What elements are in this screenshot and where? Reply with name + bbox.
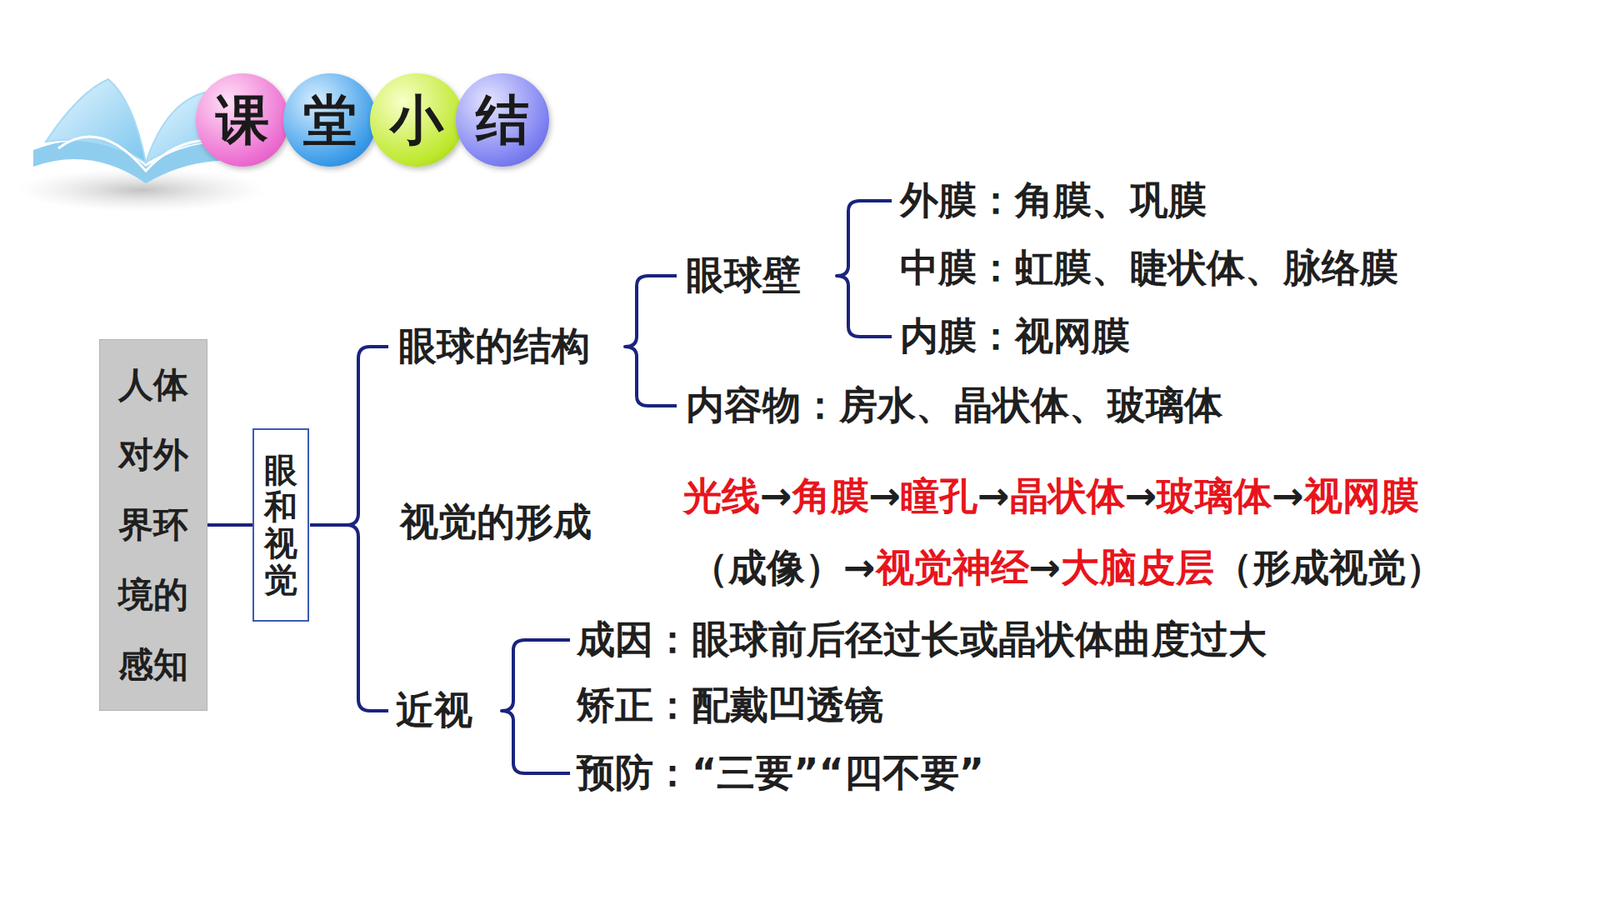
branch-label: 眼球壁 [685, 252, 801, 299]
branch-label: 内膜：视网膜 [900, 313, 1130, 360]
branch-label: 中膜：虹膜、睫状体、脉络膜 [900, 245, 1399, 291]
title-circle: 小 [370, 73, 464, 167]
bracket [625, 275, 677, 406]
node-text: 堂 [303, 93, 357, 147]
sequence-item: （形成视觉） [1214, 545, 1445, 591]
sequence-row: （成像）→视觉神经→大脑皮层（形成视觉） [690, 545, 1445, 591]
topic-box: 人体对外界环境的感知 [99, 339, 208, 711]
book-page [45, 79, 146, 163]
sequence-item: 玻璃体 [1156, 473, 1272, 520]
sequence-item: 晶状体 [1010, 473, 1125, 520]
sequence-item: 视觉神经 [875, 545, 1030, 591]
bracket [836, 200, 892, 337]
sequence-item: 角膜 [792, 473, 870, 520]
brackets [310, 200, 892, 774]
title-circle: 结 [455, 73, 550, 167]
bracket [346, 346, 389, 711]
sequence-item: → [977, 473, 1010, 520]
node-text: 结 [475, 93, 530, 147]
connector [207, 523, 253, 527]
sequence-item: → [843, 545, 876, 591]
sequence-item: → [760, 473, 793, 520]
chapter-box: 眼和视觉 [252, 428, 310, 622]
bracket-stem [310, 523, 347, 527]
node-text: 小 [390, 93, 444, 147]
node-text: 课 [215, 93, 270, 147]
branch-label: 外膜：角膜、巩膜 [900, 177, 1207, 224]
node-text: 眼和视觉 [264, 451, 298, 599]
branch-label: 预防：“三要”“四不要” [576, 750, 985, 796]
bracket [501, 640, 570, 774]
sequence-item: 视网膜 [1304, 473, 1420, 520]
sequence-item: 光线 [683, 473, 760, 520]
branch-label: 视觉的形成 [400, 499, 592, 545]
sequence-row: 光线→角膜→瞳孔→晶状体→玻璃体→视网膜 [683, 473, 1420, 520]
sequence-item: → [1029, 545, 1062, 591]
sequence-item: 大脑皮层 [1060, 545, 1215, 591]
branch-label: 内容物：房水、晶状体、玻璃体 [685, 382, 1223, 429]
sequence-item: → [1125, 473, 1158, 520]
title-circle: 堂 [283, 73, 377, 167]
branch-label: 成因：眼球前后径过长或晶状体曲度过大 [576, 616, 1267, 663]
sequence-item: → [869, 473, 902, 520]
sequence-item: → [1271, 473, 1305, 520]
sequence-item: 瞳孔 [900, 473, 978, 520]
node-text: 人体对外界环境的感知 [118, 350, 189, 700]
branch-label: 眼球的结构 [398, 323, 590, 370]
branch-label: 矫正：配戴凹透镜 [576, 682, 884, 729]
sequence-item: （成像） [690, 545, 844, 591]
title-circle: 课 [195, 73, 290, 167]
branch-label: 近视 [395, 687, 473, 734]
